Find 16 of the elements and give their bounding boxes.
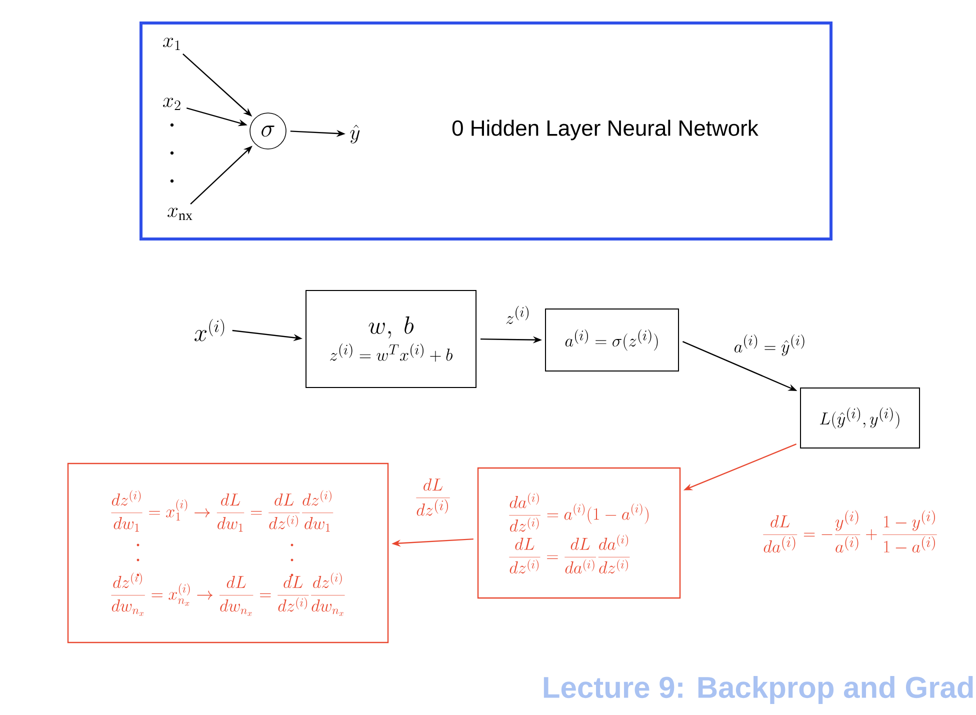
input-label: $x_1$: [163, 38, 180, 50]
gradient-box: $\frac{dz^{(i)}}{dw_1} = x_1^{(i)} \rightarrow \frac{dL}{dw_1} = \frac{dL}{dz^{(i)}}\frac{dz^{(i)}}{dw_1}$ $\frac{dz^{(i)}}{dw_{n_x}} = x_{n_x}^{(i)} \rightarrow \frac{dL}{dw_{n_x}} = \frac{dL}{dz^{(i)}}\frac{dz^{(i)}}{dw_{n_x}}$: [67, 462, 389, 644]
process-box: $a^{(i)} = \sigma(z^{(i)})$: [545, 308, 679, 372]
edge-label: $\frac{dL}{da^{(i)}} = -\frac{y^{(i)}}{a^{(i)}} + \frac{1-y^{(i)}}{1-a^{(i)}}$: [763, 510, 937, 552]
input-label: $x^{(i)}$: [194, 319, 224, 342]
footer-title: Lecture 9: Backprop and Grad: [544, 676, 973, 704]
input-label: $\hat{y}$: [350, 124, 360, 144]
process-box: $w,\ b$ $z^{(i)} = w^T x^{(i)} + b$: [306, 290, 476, 388]
edge-label: $z^{(i)}$: [506, 306, 529, 324]
input-label: $x_{\mathrm{nx}}$: [168, 208, 192, 220]
process-box: $L(\hat{y}^{(i)}, y^{(i)})$: [800, 388, 920, 448]
gradient-box: $\frac{da^{(i)}}{dz^{(i)}} = a^{(i)}(1-a^{(i)})$ $\frac{dL}{dz^{(i)}} = \frac{dL}{da^{(i)}}\frac{da^{(i)}}{dz^{(i)}}$: [477, 467, 681, 599]
edge-label: $\frac{dL}{dz^{(i)}}$: [416, 478, 450, 516]
input-label: $x_2$: [163, 98, 180, 110]
edge-label: $a^{(i)} = \hat{y}^{(i)}$: [734, 334, 804, 356]
panel-title: 0 Hidden Layer Neural Network: [452, 120, 758, 140]
